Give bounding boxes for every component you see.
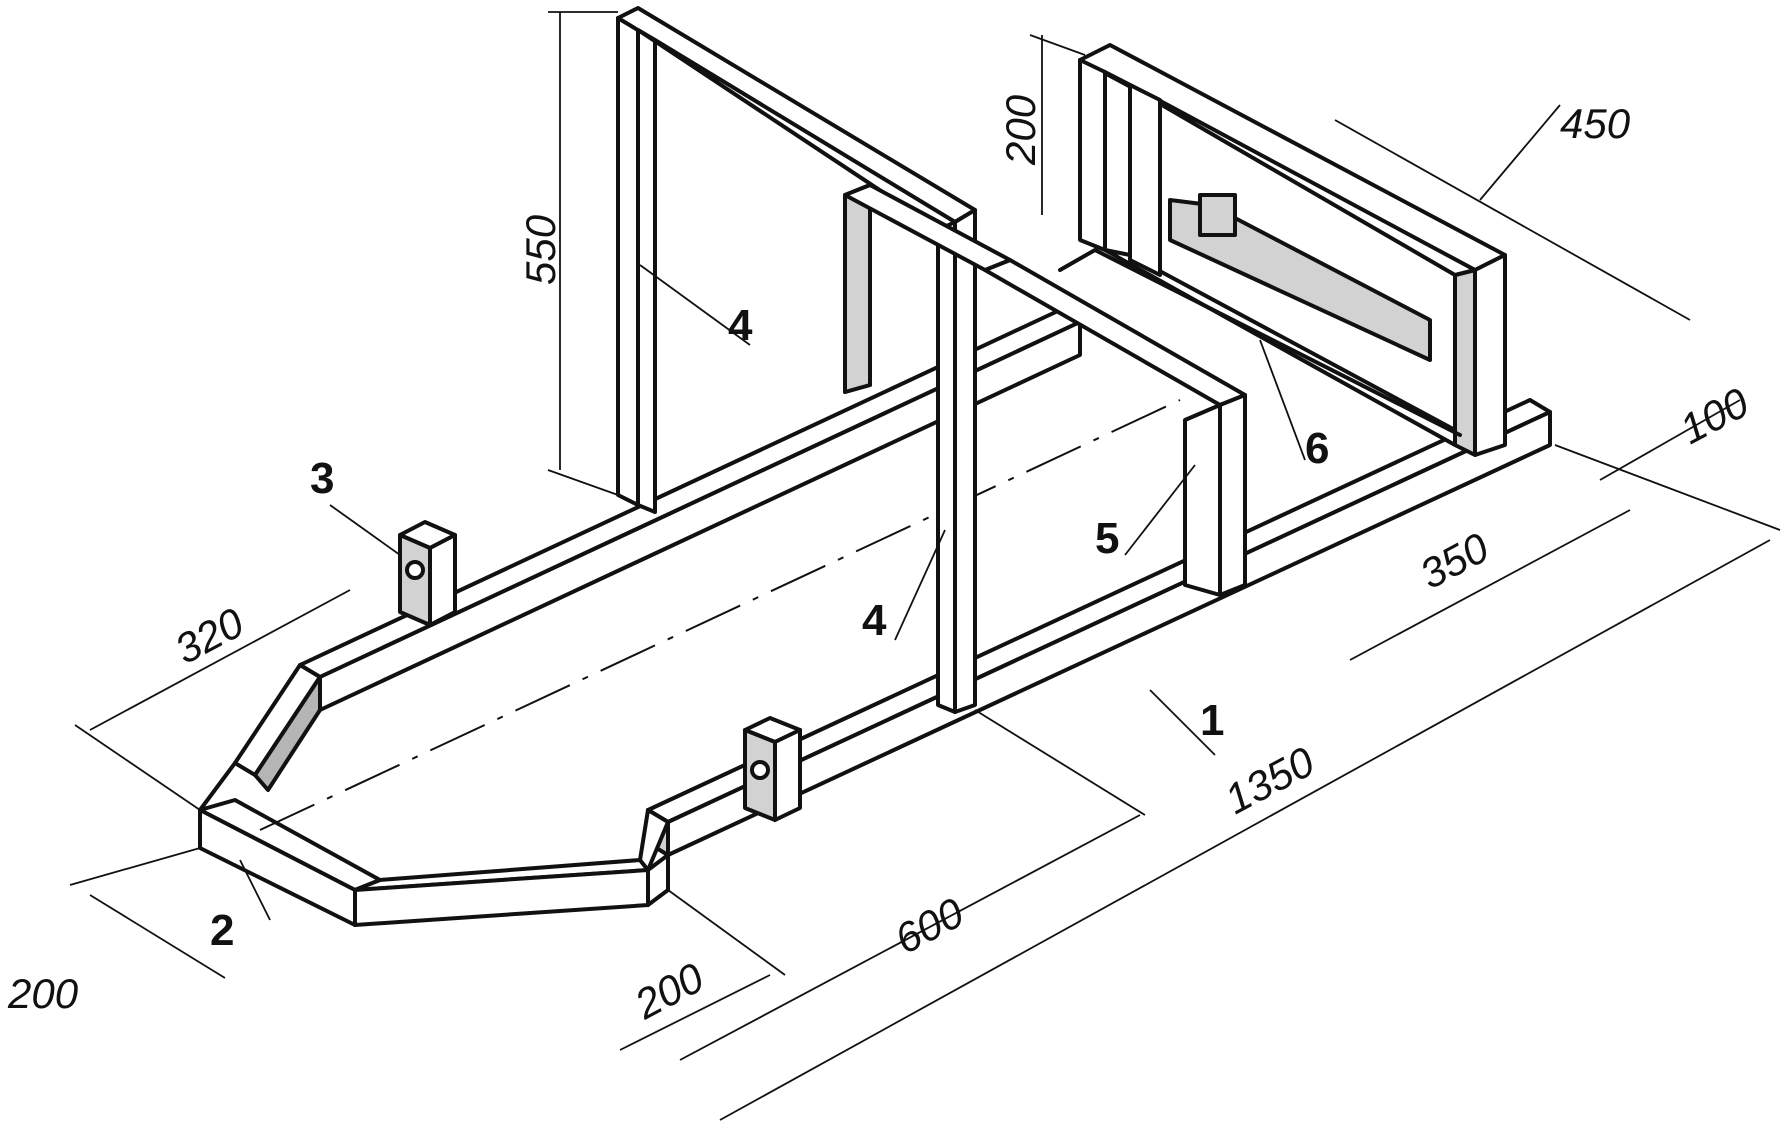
box-right-post [1473,253,1507,457]
callout-3: 3 [310,454,334,503]
callout-labels: 1 2 3 4 4 5 6 [210,301,1329,955]
leader-2 [239,859,271,921]
box-small-block [1198,193,1237,237]
rear-inner-beam [843,183,1012,272]
dim-200-top-label: 200 [997,94,1044,166]
dim-320-line [89,589,351,731]
lug-hole-right [750,760,770,780]
dim-450-line [1334,119,1691,321]
dim-200-bottom-label: 200 [626,953,711,1028]
dim-350-label: 350 [1412,523,1497,598]
leader-3 [329,504,401,556]
dim-320-label: 320 [167,598,252,673]
leader-1 [1149,689,1216,756]
nose-front-right [638,808,670,872]
dim-200-left-label: 200 [7,970,79,1017]
rear-post-front [1183,403,1222,597]
leader-4b [894,529,946,641]
box-top-front [1078,58,1107,252]
box-left-post [1128,83,1162,277]
dim-600-line [679,814,1141,1061]
nose-left-diagonal-side [253,675,322,792]
dim-200-bottom-line [619,974,771,1051]
rear-inner-panel [843,193,872,394]
base-frame [198,308,1552,927]
box-right-post-side [1453,268,1477,457]
dim-1350-line [719,539,1771,1121]
lug-blocks [398,520,802,822]
callout-1: 1 [1200,696,1224,745]
callout-4a: 4 [728,301,753,350]
callout-leaders [239,264,1306,921]
lug-block-right-face [773,728,802,822]
dim-200-top-ext [1029,34,1086,56]
dim-450-label: 450 [1560,100,1631,147]
callout-6: 6 [1305,424,1329,473]
dim-1350-label: 1350 [1217,737,1322,823]
dim-1350-ext [1554,444,1781,531]
leader-6 [1259,339,1306,461]
center-axis-line [259,399,1181,831]
top-beam-top [616,6,977,224]
dim-200-left-ext [69,847,201,886]
lug-hole-left [405,560,425,580]
dim-350-line [1349,509,1631,661]
dim-200-bottom-ext [667,889,786,976]
dim-600-ext [974,709,1146,816]
tall-arch [616,6,977,714]
dim-600-label: 600 [887,888,972,963]
leader-5 [1124,464,1196,556]
rear-arch [843,183,1247,597]
rear-beam-face [1218,393,1247,597]
nose-inner-edge [198,761,237,812]
dim-550-ext-bottom [547,469,619,496]
dim-100-line [1599,399,1741,481]
dimension-lines [69,11,1781,1121]
box-cross-rail [1058,248,1462,437]
lug-block-left-face [428,533,457,627]
rear-box-frame [1058,43,1507,457]
right-post-face [953,208,977,714]
dim-100-label: 100 [1672,378,1757,453]
dim-450-leader [1479,104,1561,201]
left-post-front [616,16,640,507]
dimension-labels: 550 200 450 100 350 1350 600 200 200 320 [7,94,1757,1028]
dim-200-left-line [89,894,226,979]
dim-550-label: 550 [517,214,564,285]
right-post-front [936,220,957,714]
dim-320-ext [74,724,201,811]
front-rail-face [666,410,1552,857]
callout-4b: 4 [862,596,887,645]
callout-2: 2 [210,906,234,955]
left-post-face [636,28,657,514]
leader-4a [639,264,751,346]
callout-5: 5 [1095,514,1119,563]
